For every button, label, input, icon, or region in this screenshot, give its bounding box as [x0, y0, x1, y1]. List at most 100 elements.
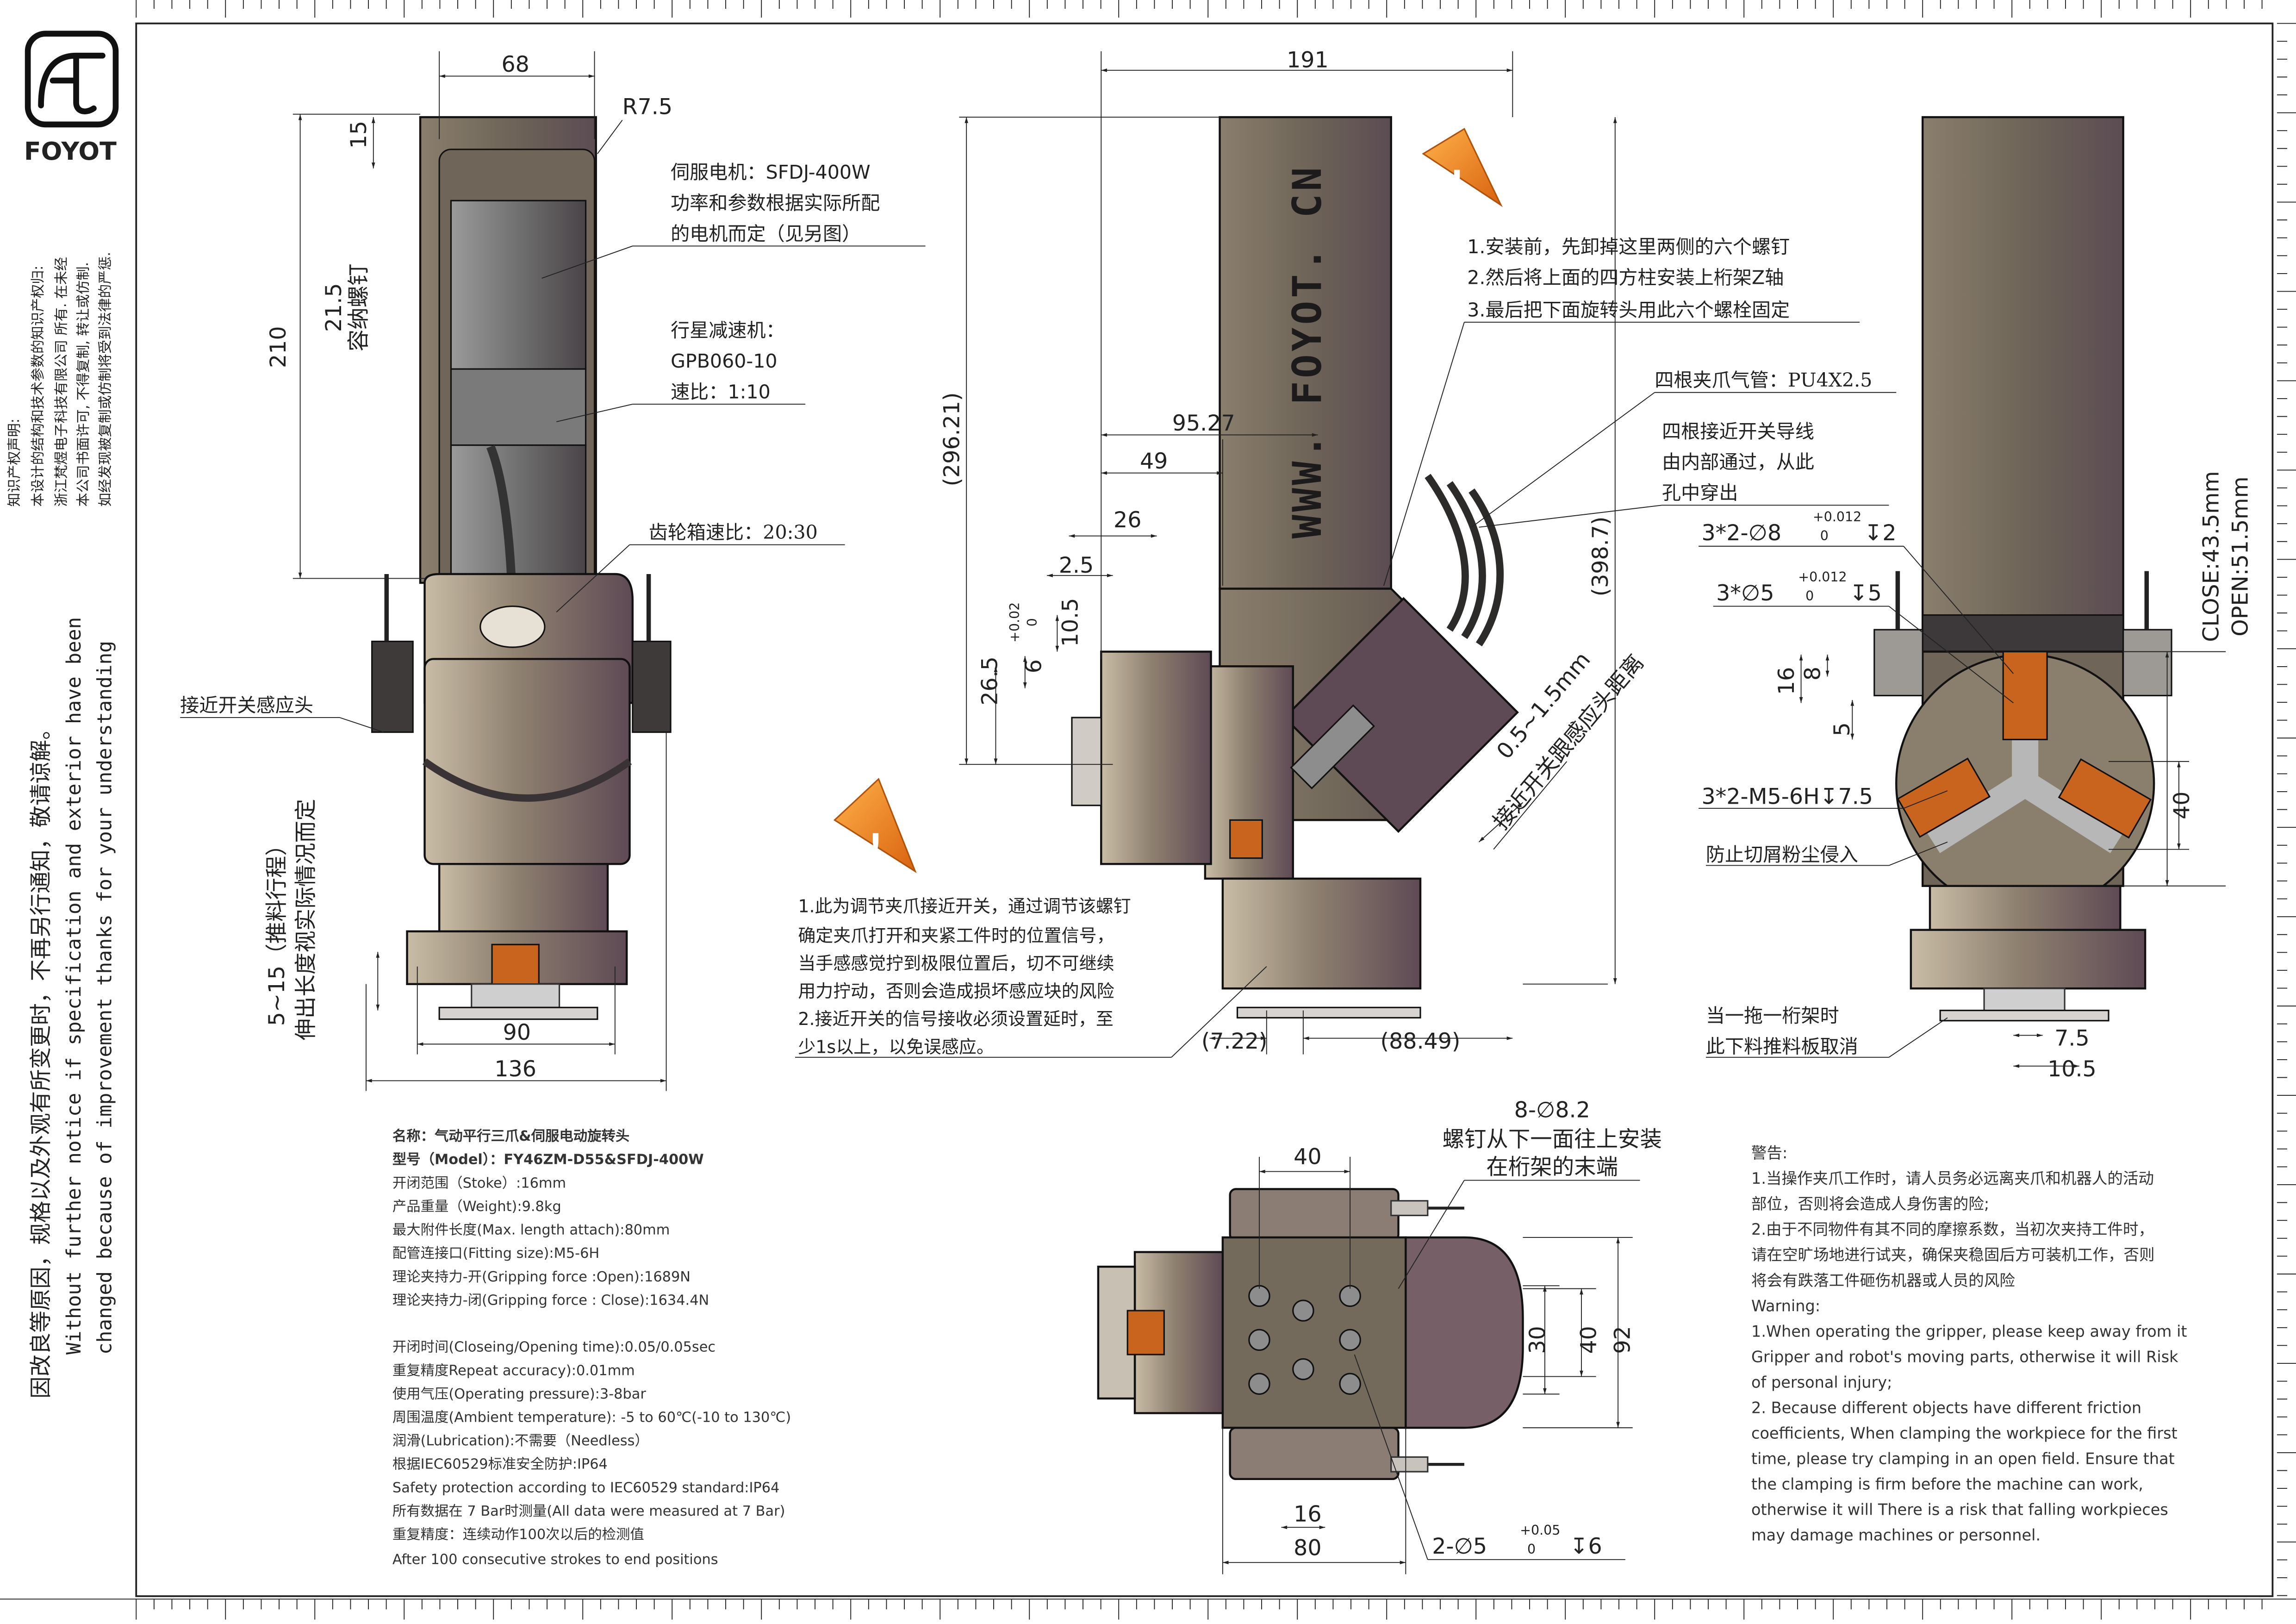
dim-40-v: 40: [1576, 1326, 1602, 1354]
copyright-line: 浙江梵煜电子科技有限公司 所有. 在未经: [53, 257, 69, 506]
warning-block: 警告:1.当操作夹爪工作时，请人员务必远离夹爪和机器人的活动部位，否则将会造成人…: [1751, 1144, 2187, 1544]
sensor-note: 用力拧动，否则会造成损坏感应块的风险: [798, 981, 1114, 1001]
leader-line: [1479, 505, 1662, 528]
install-notes: 1.安装前，先卸掉这里两侧的六个螺钉 2.然后将上面的四方柱安装上桁架Z轴 3.…: [1467, 236, 1790, 321]
gearbox-cap: [479, 605, 546, 648]
spec-line: 产品重量（Weight):9.8kg: [392, 1199, 561, 1215]
dim-40-h: 40: [1294, 1144, 1321, 1170]
copyright-line: 本设计的结构和技术参数的知识产权归:: [30, 266, 46, 507]
spec-line: 使用气压(Operating pressure):3-8bar: [392, 1386, 646, 1402]
tube-base: [1922, 614, 2124, 653]
dim-30: 30: [1525, 1326, 1550, 1354]
pusher-rods: [471, 983, 560, 1008]
wire-note-line: 孔中穿出: [1662, 482, 1738, 504]
sensor-note: 1.此为调节夹爪接近开关，通过调节该螺钉: [798, 896, 1131, 917]
leader-line: [339, 717, 384, 733]
spec-line: After 100 consecutive strokes to end pos…: [392, 1551, 718, 1568]
hole-a-tol-lower: 0: [1820, 528, 1829, 543]
warning-line: may damage machines or personnel.: [1751, 1526, 2041, 1544]
copyright-line: 知识产权声明:: [6, 418, 23, 506]
dimension-lines: [180, 51, 2226, 1574]
dim-top-width: 68: [502, 52, 529, 77]
jaw-left: [1897, 757, 1991, 838]
spec-line: 型号（Model）：FY46ZM-D55&SFDJ-400W: [392, 1152, 704, 1168]
leader-line: [1354, 1354, 1428, 1560]
front-view: 68 R7.5 15 21.5 容纳螺钉 210 5~15（推料行程） 伸出长度…: [180, 52, 880, 1082]
rotary-motor-housing: [1283, 597, 1519, 833]
side-ear-bottom: [1229, 1426, 1400, 1480]
svg-text:!: !: [1450, 164, 1464, 201]
leader-line: [1888, 606, 2014, 704]
dim-height: 210: [266, 326, 291, 368]
spec-line: 配管连接口(Fitting size):M5-6H: [392, 1245, 599, 1262]
spec-line: 重复精度：连续动作100次以后的检测值: [392, 1527, 644, 1543]
warning-line: 1.When operating the gripper, please kee…: [1751, 1322, 2187, 1340]
leader-line: [1171, 966, 1267, 1058]
mount-block: [1221, 1236, 1407, 1429]
copyright-line: 本公司书面许可, 不得复制, 转让或仿制.: [75, 262, 92, 506]
copyright-line: 如经发现被复制或仿制将受到法律的严惩.: [97, 252, 113, 506]
mount-hole: [1292, 1299, 1314, 1322]
dim-10-5: 10.5: [1058, 598, 1083, 647]
open-stroke: OPEN:51.5mm: [2228, 476, 2253, 636]
warning-line: 2.由于不同物件有其不同的摩擦系数，当初次夹持工件时，: [1751, 1220, 2154, 1238]
mount-hole: [1248, 1329, 1270, 1351]
proximity-sensor: [1290, 704, 1375, 789]
side-ear-top: [1229, 1188, 1400, 1242]
warning-line: 将会有跌落工件砸伤机器或人员的风险: [1751, 1271, 2015, 1289]
gripper-jaw: [491, 943, 540, 985]
warning-line: otherwise it will There is a risk that f…: [1751, 1501, 2168, 1519]
plate-note-line: 此下料推料板取消: [1706, 1035, 1858, 1057]
warning-line: 警告:: [1751, 1144, 1787, 1162]
brand-name: FOYOT: [24, 137, 117, 166]
wire-note-line: 四根接近开关导线: [1662, 420, 1814, 443]
dim-8: 8: [1800, 667, 1826, 681]
svg-text:!: !: [868, 827, 883, 864]
dim-95-27: 95.27: [1172, 411, 1235, 436]
tolerance-upper: +0.02: [1007, 602, 1022, 643]
change-notice-cn: 因改良等原因，规格以及外观有所变更时，不再另行通知，敬请谅解。: [28, 718, 54, 1398]
leader-line: [1383, 322, 1465, 586]
callout-line: 功率和参数根据实际所配: [671, 192, 880, 214]
rotary-cylinder: [423, 658, 631, 865]
mount-hole: [1292, 1358, 1314, 1380]
lower-housing: [1221, 877, 1422, 990]
dim-2-5: 2.5: [1059, 553, 1094, 578]
foyot-logo-mark: [38, 52, 106, 114]
dim-40: 40: [2169, 792, 2195, 819]
brand-badge: [1229, 819, 1263, 859]
brand-logo: FOYOT: [24, 31, 119, 166]
servo-motor: [450, 200, 587, 370]
dim-10-5: 10.5: [2047, 1056, 2097, 1082]
leader-line: [1471, 392, 1655, 528]
dim-screw-clearance-note: 容纳螺钉: [346, 263, 372, 351]
dim-stroke-note: 伸出长度视实际情况而定: [293, 799, 319, 1041]
gripper-body: [1910, 929, 2147, 990]
change-notice: 因改良等原因，规格以及外观有所变更时，不再另行通知，敬请谅解。 Without …: [28, 617, 116, 1399]
cables: [1425, 474, 1504, 647]
dim-overall-height: (398.7): [1588, 517, 1613, 597]
dim-width: 191: [1287, 48, 1329, 73]
callout-line: 速比：1:10: [671, 381, 771, 403]
dimension-line: [1478, 802, 1524, 843]
spec-block: 名称：气动平行三爪&伺服电动旋转头 型号（Model）：FY46ZM-D55&S…: [392, 1128, 791, 1568]
warning-icon: !: [833, 778, 917, 874]
install-note: 2.然后将上面的四方柱安装上桁架Z轴: [1467, 267, 1784, 289]
leader-line: [1889, 841, 1948, 866]
website-url: WWW. FOYOT. CN: [1285, 164, 1331, 538]
dust-note: 防止切屑粉尘侵入: [1706, 843, 1858, 866]
warning-line: Warning:: [1751, 1297, 1820, 1315]
warning-line: the clamping is firm before the machine …: [1751, 1475, 2143, 1493]
sheet-border: [135, 22, 2274, 1597]
spec-line: Safety protection according to IEC60529 …: [392, 1480, 779, 1496]
dim-screw-clearance: 21.5: [321, 283, 347, 332]
pusher-rods: [1983, 987, 2066, 1012]
sensor-note: 少1s以上，以免误感应。: [798, 1037, 994, 1057]
bottom-view: 8-∅8.2 螺钉从下一面往上安装 在桁架的末端 40 30 40 92 16 …: [1097, 1098, 1662, 1561]
leader-line: [556, 544, 630, 612]
rotary-end: [1405, 1236, 1524, 1429]
mount-hole: [1248, 1285, 1270, 1307]
install-note: 3.最后把下面旋转头用此六个螺栓固定: [1467, 299, 1790, 321]
